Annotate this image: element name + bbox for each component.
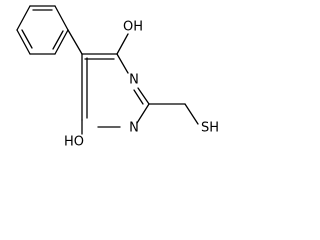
phenyl-pyrimidine-bond bbox=[67, 29, 83, 55]
nitrogen-label-upper: N bbox=[129, 73, 139, 88]
molecule-diagram: OH HO N N SH bbox=[16, 5, 219, 150]
phenyl-bond bbox=[54, 29, 69, 55]
ch2-sh-bond bbox=[184, 103, 199, 125]
ring-bond-c4-n3 bbox=[116, 53, 129, 74]
phenyl-double-bond bbox=[52, 30, 64, 50]
phenyl-ring bbox=[16, 5, 69, 55]
ring-double-bond-n3-c2 bbox=[133, 89, 144, 105]
pyrimidine-ring bbox=[81, 53, 150, 128]
hydroxyl-label-top: OH bbox=[123, 20, 143, 35]
hydroxyl-label-bottom: HO bbox=[64, 135, 84, 150]
thiol-label: SH bbox=[201, 121, 219, 136]
ring-bond-n3-c2 bbox=[137, 87, 150, 105]
c4-oh-bond bbox=[116, 33, 129, 55]
ring-bond-c2-n1 bbox=[136, 103, 150, 124]
phenyl-double-bond bbox=[21, 29, 33, 49]
phenyl-bond bbox=[54, 5, 69, 31]
phenyl-bond bbox=[16, 5, 31, 31]
nitrogen-label-lower: N bbox=[129, 121, 139, 136]
phenyl-bond bbox=[16, 29, 31, 55]
